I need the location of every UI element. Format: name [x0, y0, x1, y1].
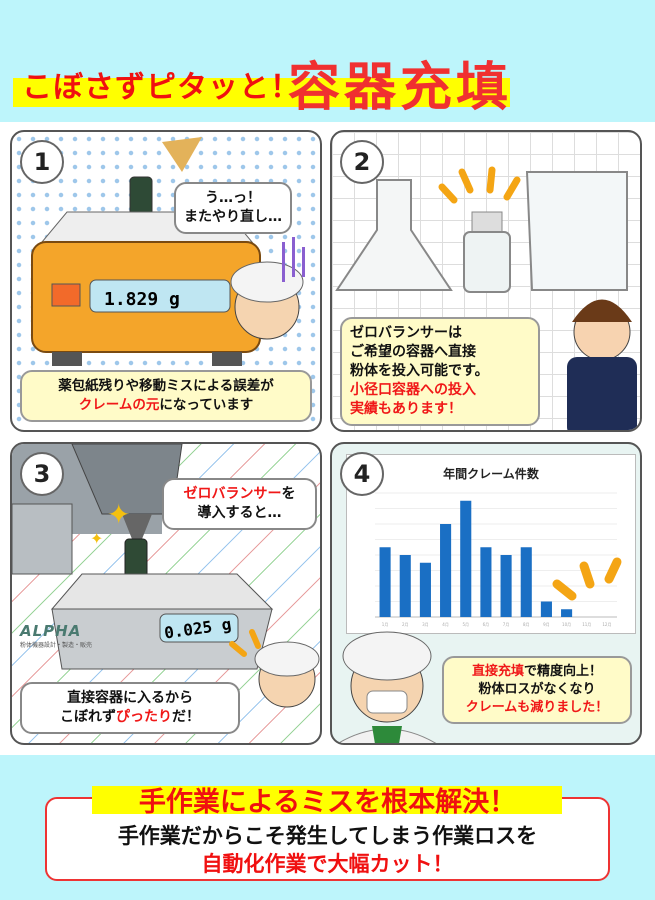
- caption-line: で精度向上！: [524, 664, 603, 679]
- panel-number: 1: [20, 140, 64, 184]
- chart-x-tick: 3月: [422, 622, 429, 627]
- caption-line: 薬包紙残りや移動ミスによる誤差が: [58, 378, 274, 394]
- containers-illustration: [335, 166, 637, 430]
- speech-line: う…っ！: [205, 190, 261, 206]
- chart-x-tick: 12月: [602, 622, 611, 627]
- caption-highlight: 実績もあります！: [350, 401, 462, 417]
- chart-x-tick: 9月: [543, 622, 550, 627]
- zero-balancer-illustration: ✦✦: [12, 444, 320, 708]
- speech-bubble: 直接容器に入るから こぼれずぴったりだ！: [20, 682, 240, 734]
- chart-x-tick: 2月: [402, 622, 409, 627]
- speech-text: だ！: [172, 709, 200, 725]
- chart-x-tick: 4月: [442, 622, 449, 627]
- chart-bar: [460, 500, 472, 617]
- chart-bar: [440, 524, 452, 617]
- caption-line: ゼロバランサーは: [350, 325, 462, 341]
- caption-line: 粉体ロスがなくなり: [478, 682, 596, 697]
- chart-bar: [399, 555, 411, 617]
- footer-line-2: 自動化作業で大幅カット！: [201, 852, 454, 876]
- footer-line-1: 手作業だからこそ発生してしまう作業ロスを: [117, 824, 538, 848]
- footer-highlight: [92, 786, 562, 814]
- speech-highlight: ぴったり: [116, 709, 172, 725]
- panel-number: 3: [20, 452, 64, 496]
- speech-text: こぼれず: [60, 709, 116, 725]
- chart-plot: 1月 2月 3月 4月 5月 6月 7月 8月 9月 10月 11月 12月: [375, 492, 617, 627]
- intro-bubble: ゼロバランサーを 導入すると…: [162, 478, 317, 530]
- chart-x-tick: 1月: [382, 622, 389, 627]
- chart-x-tick: 8月: [523, 622, 530, 627]
- intro-text: 導入すると…: [197, 505, 282, 521]
- caption-box: ゼロバランサーは ご希望の容器へ直接 粉体を投入可能です。 小径口容器への投入 …: [340, 317, 540, 426]
- scale-reading: 1.829 g: [104, 289, 180, 310]
- speech-bubble: う…っ！ またやり直し…: [174, 182, 292, 234]
- chart-bar: [480, 547, 492, 617]
- caption-box: 薬包紙残りや移動ミスによる誤差が クレームの元になっています: [20, 370, 312, 422]
- chart-bar: [561, 609, 573, 617]
- speech-line: またやり直し…: [184, 209, 282, 225]
- chart-title: 年間クレーム件数: [443, 467, 539, 481]
- chart-x-tick: 11月: [582, 622, 591, 627]
- caption-line: ご希望の容器へ直接: [350, 344, 476, 360]
- claims-chart: 年間クレーム件数 1月 2月 3月 4月 5月 6月 7月 8月 9月 10月 11月 12月: [346, 454, 636, 634]
- chart-bar: [379, 547, 391, 617]
- panel-2: 2 ゼロバランサーは ご希望の容器へ直接 粉体を投入可能です。 小径口容器への投…: [330, 130, 642, 432]
- chart-bar: [419, 562, 431, 617]
- panel-number: 4: [340, 452, 384, 496]
- svg-text:✦: ✦: [90, 529, 103, 548]
- intro-highlight: ゼロバランサー: [183, 486, 282, 502]
- caption-highlight: クレームの元: [78, 397, 160, 413]
- intro-text: を: [281, 486, 296, 502]
- chart-x-tick: 5月: [462, 622, 469, 627]
- panel-3: 3 ✦✦ 0.025 g ゼロバランサーを 導入すると… ALPHA 粉体機器設…: [10, 442, 322, 745]
- chart-bar: [500, 555, 512, 617]
- caption-box: 直接充填で精度向上！ 粉体ロスがなくなり クレームも減りました！: [442, 656, 632, 724]
- caption-highlight: クレームも減りました！: [465, 700, 609, 715]
- caption-highlight: 小径口容器への投入: [350, 382, 476, 398]
- speech-line: 直接容器に入るから: [67, 690, 193, 706]
- panel-1: 1 1.829 g う…っ！ またやり直し… 薬包紙残りや移動ミスによる誤差が …: [10, 130, 322, 432]
- title-highlight: [13, 78, 510, 107]
- chart-x-tick: 6月: [483, 622, 490, 627]
- logo-name: ALPHA: [20, 622, 82, 640]
- caption-line: になっています: [159, 397, 254, 413]
- panel-4: 4 年間クレーム件数 1月 2月 3月 4月 5月 6月 7月 8月 9月 10月 11月 12月 直…: [330, 442, 642, 745]
- chart-bar: [520, 547, 532, 617]
- chart-x-tick: 7月: [503, 622, 510, 627]
- alpha-logo: ALPHA 粉体機器設計・製造・販売: [20, 622, 100, 649]
- chart-bar: [540, 601, 552, 617]
- logo-tagline: 粉体機器設計・製造・販売: [20, 642, 93, 649]
- header-title: 容器充填: [288, 58, 513, 118]
- chart-x-tick: 10月: [562, 622, 571, 627]
- caption-line: 粉体を投入可能です。: [350, 363, 489, 379]
- footer-title: 手作業によるミスを根本解決！: [138, 787, 517, 818]
- worker-illustration: [337, 557, 622, 743]
- svg-text:✦: ✦: [107, 498, 130, 531]
- header-subtitle: こぼさずピタッと！: [22, 70, 301, 105]
- panel-number: 2: [340, 140, 384, 184]
- caption-highlight: 直接充填: [471, 664, 524, 679]
